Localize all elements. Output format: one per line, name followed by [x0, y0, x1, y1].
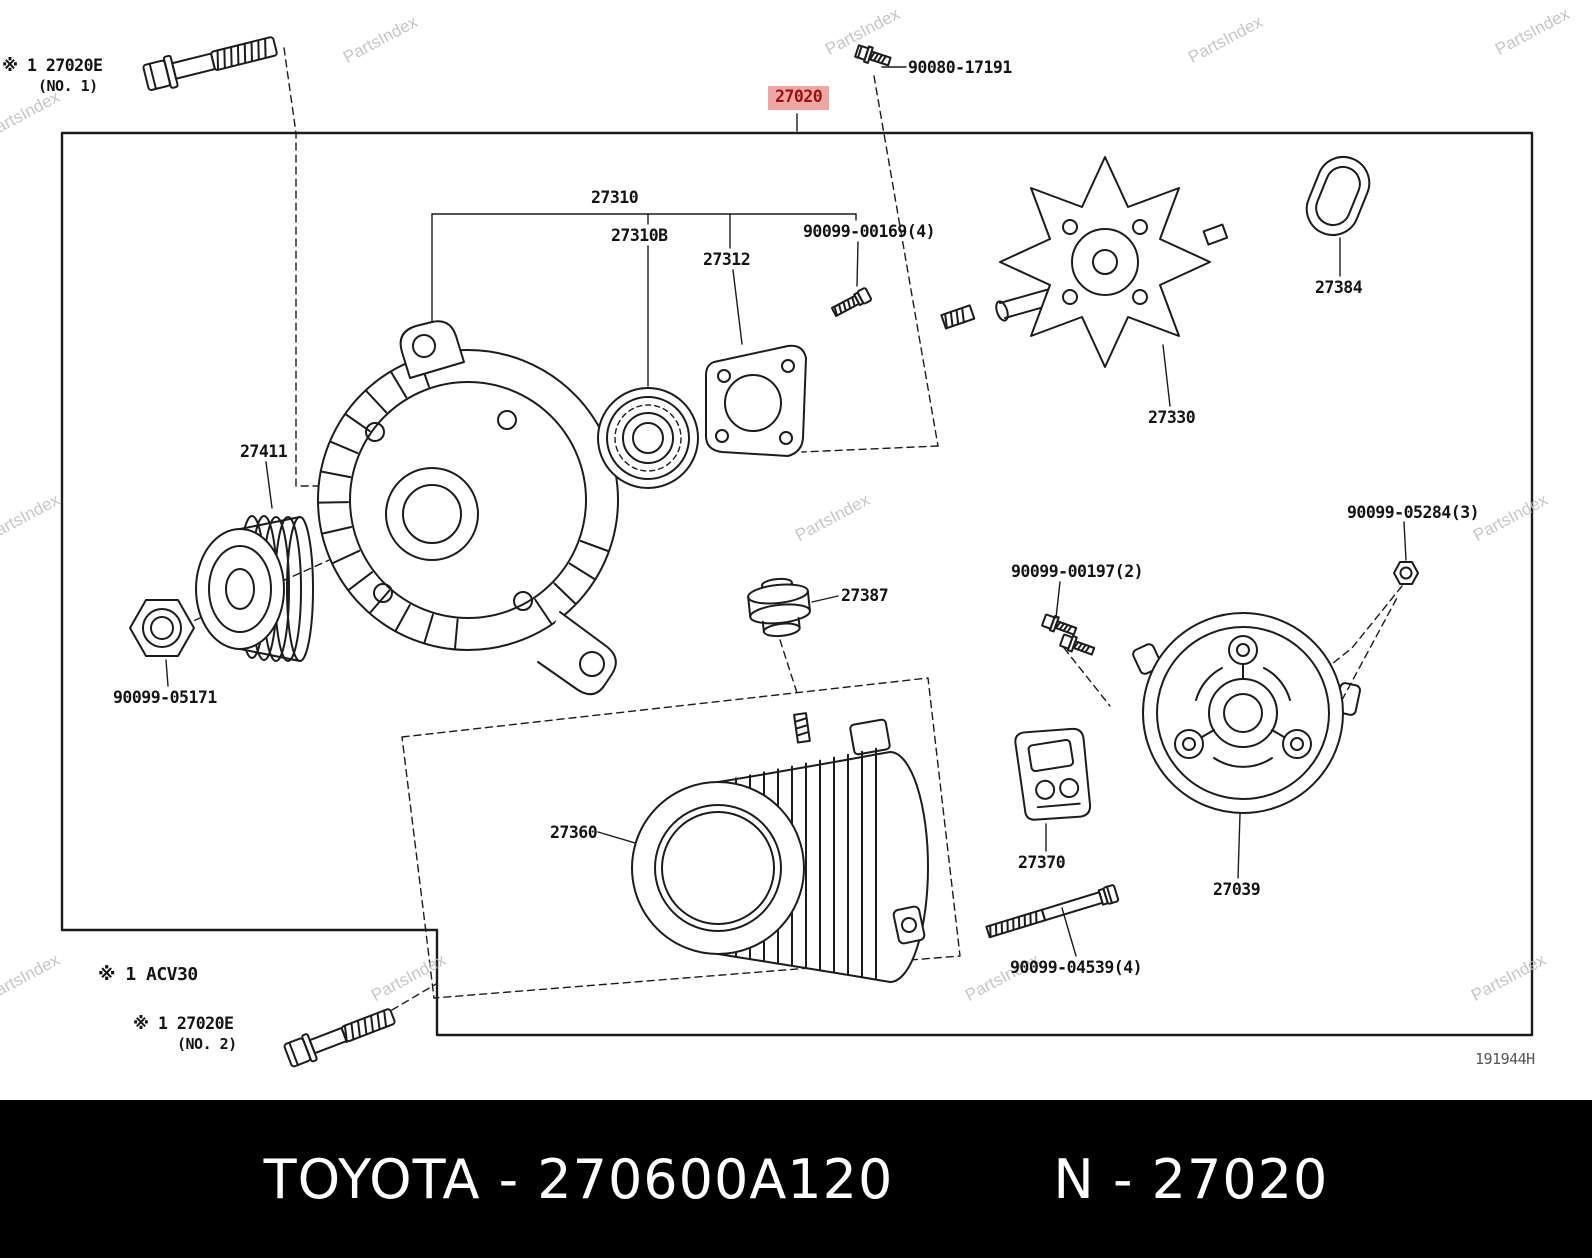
- part-label-27312[interactable]: 27312: [703, 250, 751, 269]
- bolt-27020e-no1-drawing: [142, 36, 278, 91]
- diagram-border: [60, 131, 1534, 1037]
- part-label-90099-04539[interactable]: 90099-04539(4): [1010, 958, 1143, 977]
- part-label-27387[interactable]: 27387: [841, 586, 889, 605]
- stator-27360-drawing: [631, 712, 929, 983]
- bolt-90080-17191-drawing: [854, 44, 892, 67]
- part-label-90099-00169[interactable]: 90099-00169(4): [803, 222, 936, 241]
- part-label-90099-05284[interactable]: 90099-05284(3): [1347, 503, 1480, 522]
- part-number: ※ 1 27020E: [2, 56, 103, 75]
- part-number: ※ 1 27020E: [133, 1014, 234, 1033]
- drawing-number: 191944H: [1475, 1050, 1535, 1068]
- part-label-27310b[interactable]: 27310B: [611, 226, 668, 245]
- part-label-27020e-no2[interactable]: ※ 1 27020E (NO. 2): [133, 1014, 237, 1053]
- part-label-90080-17191[interactable]: 90080-17191: [908, 58, 1012, 77]
- rotor-27330-drawing: [940, 156, 1229, 368]
- part-label-27020e-no1[interactable]: ※ 1 27020E (NO. 1): [2, 56, 103, 95]
- part-label-27360[interactable]: 27360: [550, 823, 598, 842]
- pulley-27411-drawing: [195, 515, 314, 662]
- part-label-27039[interactable]: 27039: [1213, 880, 1261, 899]
- part-label-27384[interactable]: 27384: [1315, 278, 1363, 297]
- screw-90099-00197-drawing: [1041, 613, 1096, 656]
- part-label-27310[interactable]: 27310: [591, 188, 639, 207]
- cover-27384-drawing: [1305, 156, 1371, 236]
- part-label-27330[interactable]: 27330: [1148, 408, 1196, 427]
- part-label-90099-00197[interactable]: 90099-00197(2): [1011, 562, 1144, 581]
- front-bracket-27310-drawing: [317, 320, 619, 696]
- nut-90099-05284-drawing: [1393, 561, 1419, 585]
- part-label-90099-05171[interactable]: 90099-05171: [113, 688, 217, 707]
- model-note-acv30: ※ 1 ACV30: [98, 964, 198, 985]
- exploded-view-drawing: [60, 36, 1534, 1068]
- part-number-note: (NO. 2): [177, 1034, 237, 1053]
- brush-holder-27370-drawing: [1014, 727, 1092, 821]
- bolt-27020e-no2-drawing: [283, 1008, 396, 1068]
- leader-lines: [165, 66, 1407, 957]
- footer-n-number: N - 27020: [1053, 1147, 1329, 1211]
- part-label-27020-highlighted[interactable]: 27020: [768, 86, 830, 110]
- slip-ring-27387-drawing: [747, 577, 811, 638]
- retainer-27312-drawing: [705, 344, 807, 457]
- exploded-diagram-area: PartsIndex PartsIndex PartsIndex PartsIn…: [0, 4, 1573, 1068]
- footer-brand-part-number: TOYOTA - 270600A120: [263, 1147, 894, 1211]
- bolt-90099-04539-drawing: [985, 884, 1120, 939]
- nut-90099-05171-drawing: [129, 599, 195, 657]
- part-label-27411[interactable]: 27411: [240, 442, 288, 461]
- part-number-note: (NO. 1): [38, 76, 98, 95]
- footer-part-bar: TOYOTA - 270600A120 N - 27020: [0, 1100, 1592, 1258]
- rear-frame-27039-drawing: [1132, 612, 1361, 814]
- screw-90099-00169-drawing: [830, 287, 873, 317]
- bearing-27310b-drawing: [597, 387, 699, 489]
- part-label-27370[interactable]: 27370: [1018, 853, 1066, 872]
